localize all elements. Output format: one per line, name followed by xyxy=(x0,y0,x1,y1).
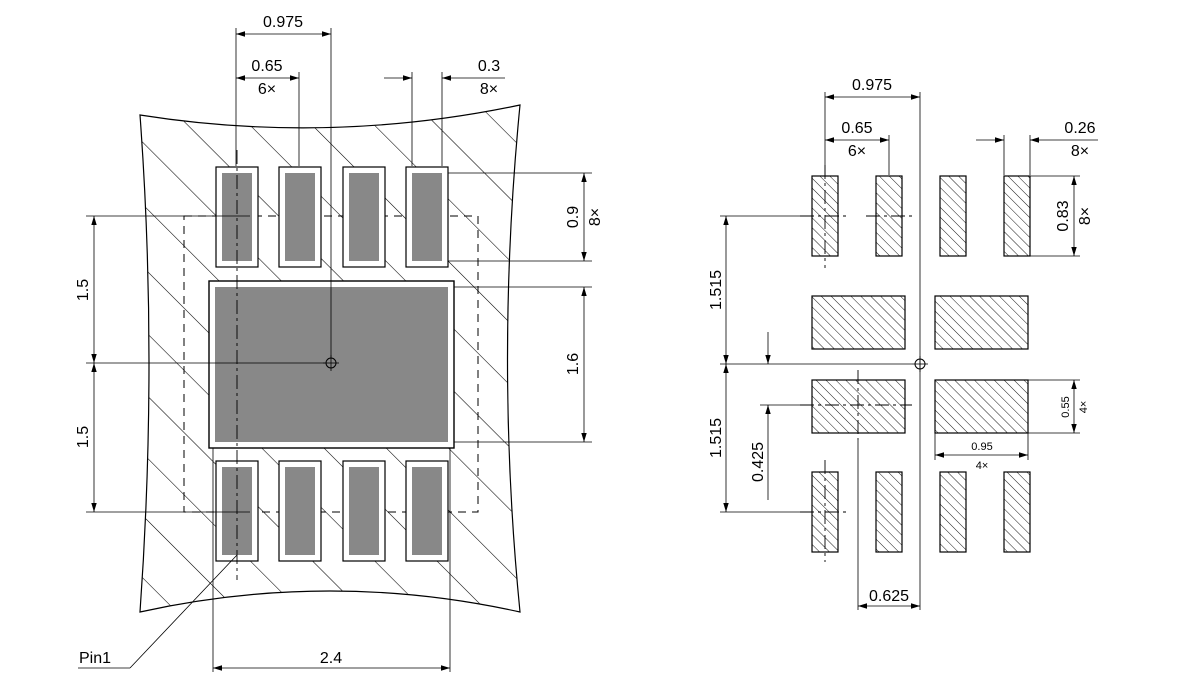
thermal-pad-height-label: 0.55 xyxy=(1060,396,1072,417)
pad-length-label: 0.83 xyxy=(1055,200,1072,231)
thermal-pad-height-multiplier: 4× xyxy=(1078,401,1090,414)
pad xyxy=(939,175,967,257)
thermal-pad xyxy=(934,295,1029,350)
pad xyxy=(1003,471,1031,553)
top-pad-row xyxy=(811,175,1031,257)
pad-width-label: 0.26 xyxy=(1064,120,1095,137)
center-offset-label: 0.625 xyxy=(869,588,909,605)
thermal-pad-copper xyxy=(215,287,448,442)
thermal-pad-width-label: 2.4 xyxy=(320,650,342,667)
inner-offset-label: 0.425 xyxy=(750,442,767,482)
pad-width-multiplier: 8× xyxy=(480,81,498,98)
thermal-pad-width-label: 0.95 xyxy=(971,441,992,453)
pad-spacing-multiplier: 6× xyxy=(848,143,866,160)
pad xyxy=(1003,175,1031,257)
pad-spacing-label: 0.65 xyxy=(841,120,872,137)
row-offset-bottom-label: 1.515 xyxy=(708,418,725,458)
right-view: 0.975 0.65 6× 0.26 8× 0.83 8× 0.55 4× 0.… xyxy=(708,77,1098,610)
pin1-label: Pin1 xyxy=(79,650,111,667)
pad-copper xyxy=(349,173,379,261)
thermal-pad-width-multiplier: 4× xyxy=(976,460,989,472)
bottom-pad-row xyxy=(811,471,1031,553)
pad-spacing-multiplier: 6× xyxy=(258,81,276,98)
pad xyxy=(939,471,967,553)
pad-width-multiplier: 8× xyxy=(1071,143,1089,160)
row-offset-bottom-label: 1.5 xyxy=(75,426,92,448)
pad-width-label: 0.3 xyxy=(478,58,500,75)
left-view: 0.975 0.65 6× 0.3 8× 0.9 8× 1.6 1.5 1.5 … xyxy=(75,14,604,672)
row-offset-top-label: 1.5 xyxy=(75,279,92,301)
pitch-label: 0.975 xyxy=(852,77,892,94)
bottom-pad-row xyxy=(215,460,449,562)
thermal-pad xyxy=(811,295,906,350)
pad-length-label: 0.9 xyxy=(565,206,582,228)
pitch-label: 0.975 xyxy=(263,14,303,31)
pad-copper xyxy=(349,467,379,555)
pad-spacing-label: 0.65 xyxy=(251,58,282,75)
pad-copper xyxy=(285,467,315,555)
thermal-pad xyxy=(811,379,906,434)
pad-copper xyxy=(412,173,442,261)
thermal-pad-height-label: 1.6 xyxy=(565,353,582,375)
thermal-pad xyxy=(934,379,1029,434)
pad-copper xyxy=(285,173,315,261)
pad-copper xyxy=(412,467,442,555)
row-offset-top-label: 1.515 xyxy=(708,270,725,310)
pad-length-multiplier: 8× xyxy=(1077,207,1094,225)
pad xyxy=(875,471,903,553)
pad-length-multiplier: 8× xyxy=(587,208,604,226)
thermal-pad-array xyxy=(811,295,1029,434)
